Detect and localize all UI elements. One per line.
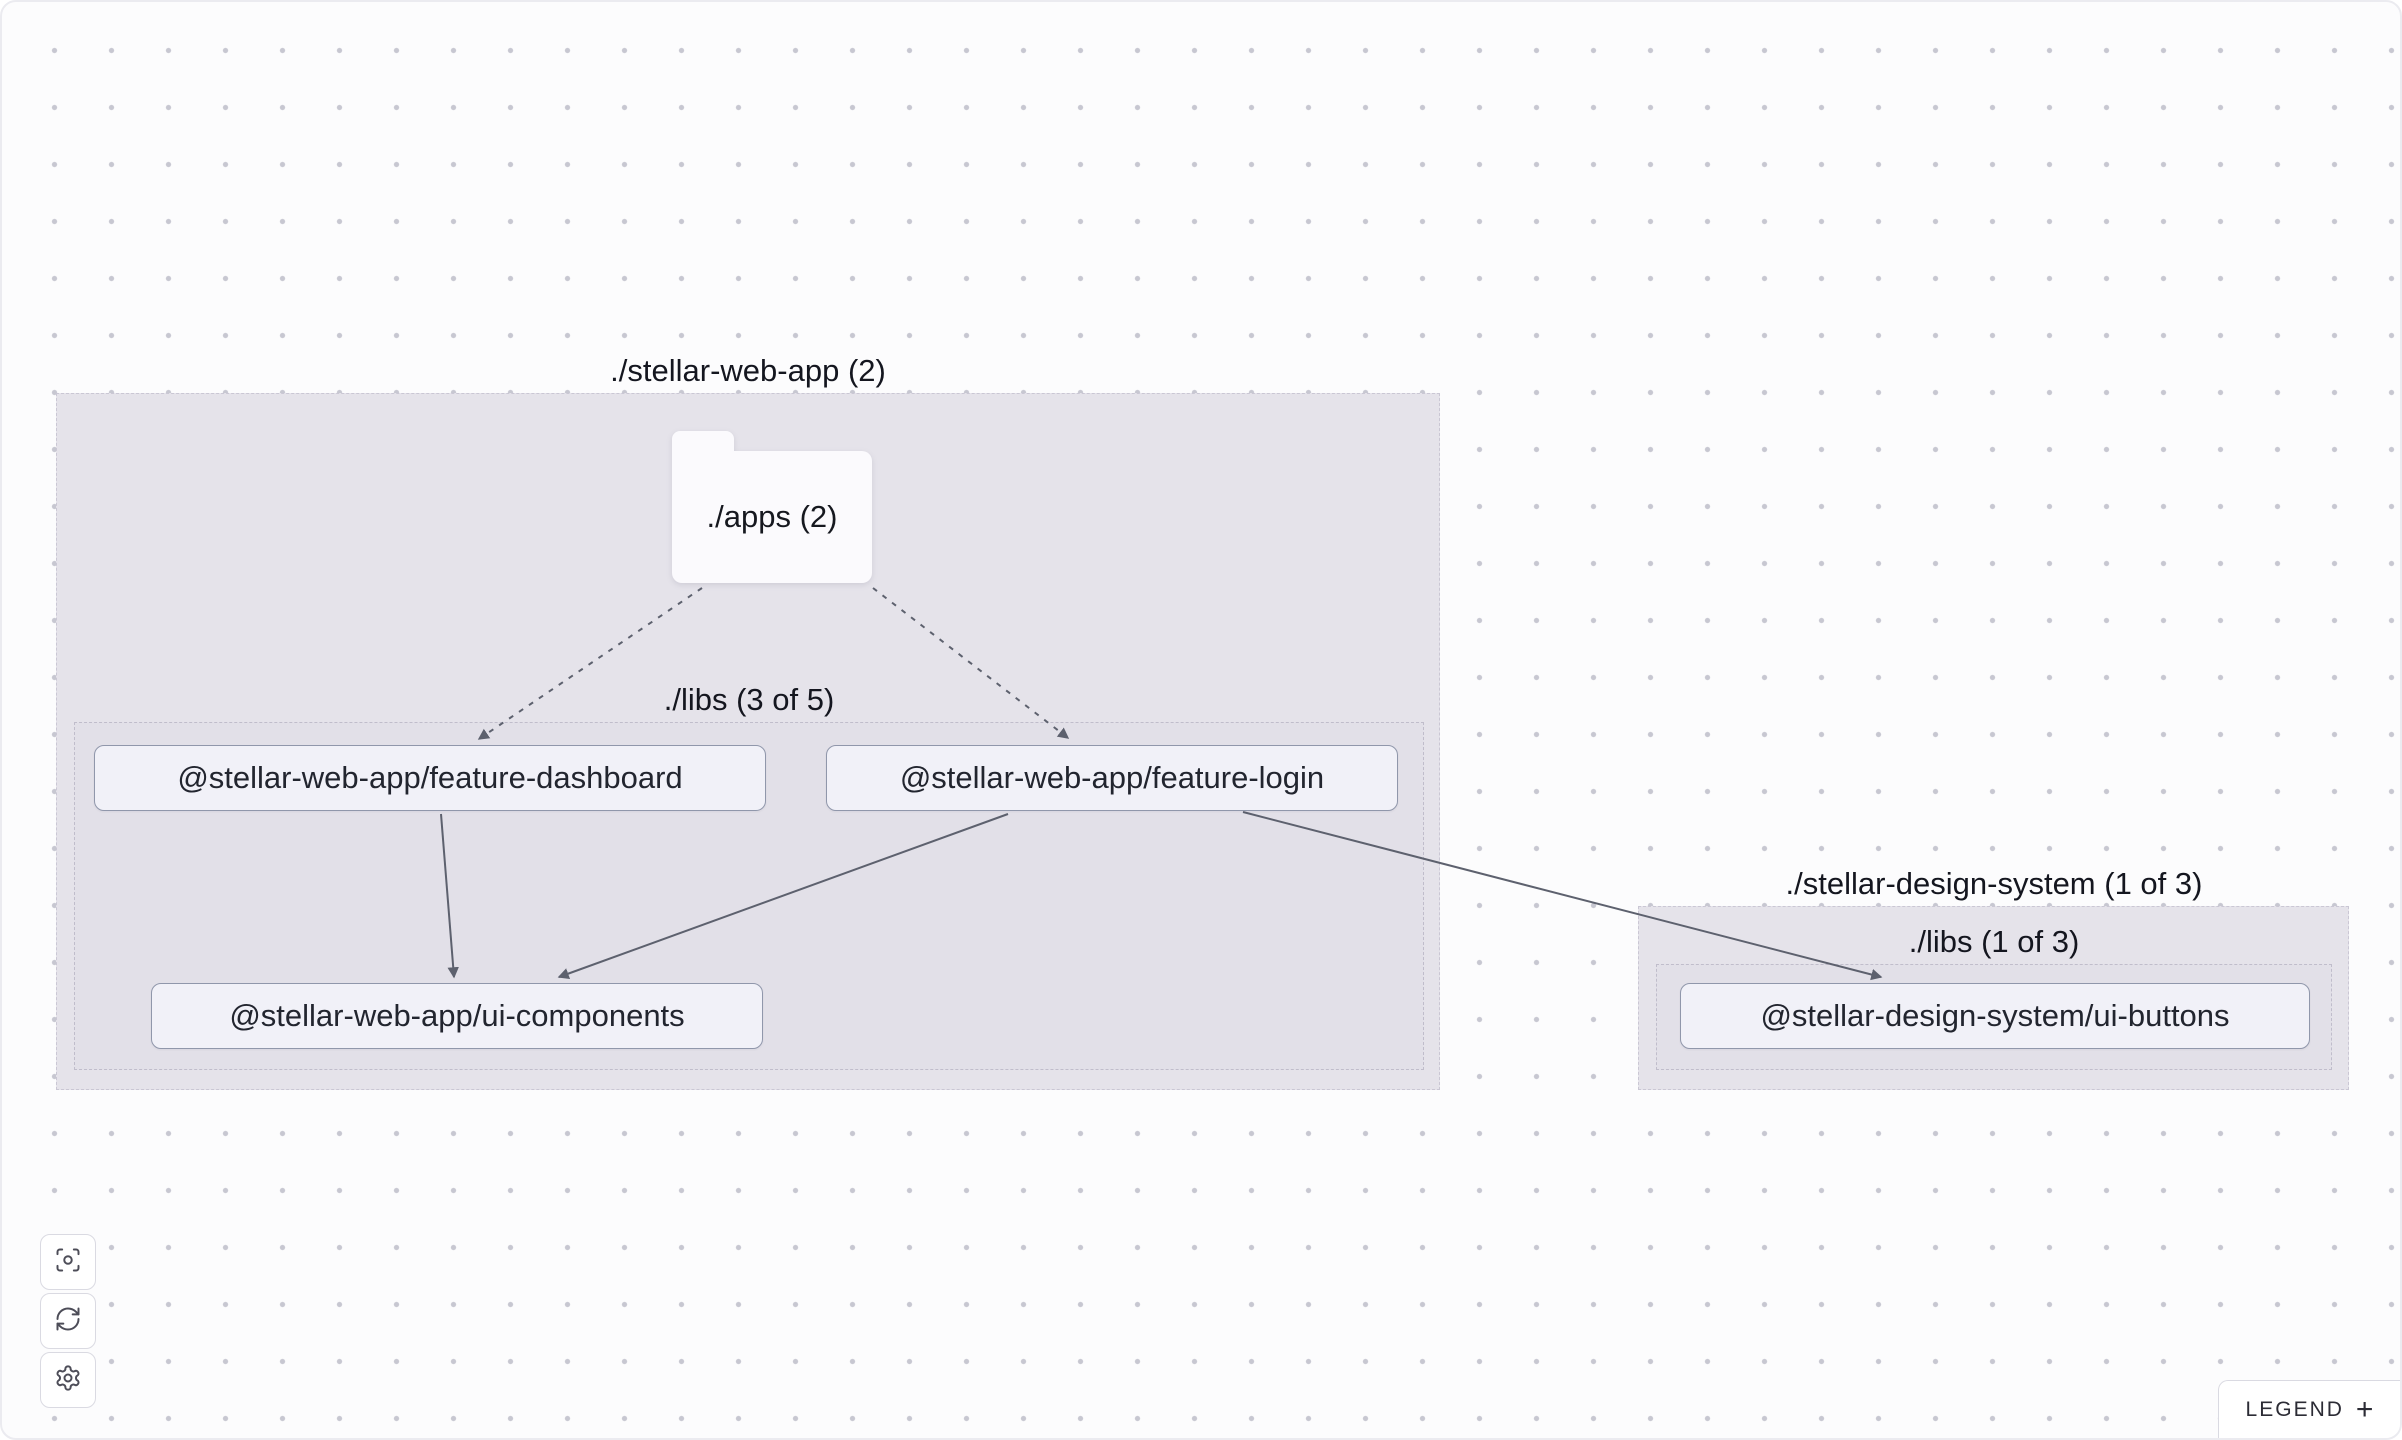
focus-icon	[54, 1246, 82, 1279]
canvas-toolbar	[40, 1234, 96, 1408]
legend-toggle[interactable]: LEGEND +	[2218, 1380, 2400, 1438]
node-ui-components-label: @stellar-web-app/ui-components	[229, 998, 685, 1033]
refresh-icon	[54, 1305, 82, 1338]
node-feature-dashboard[interactable]: @stellar-web-app/feature-dashboard	[94, 745, 766, 811]
node-ui-buttons[interactable]: @stellar-design-system/ui-buttons	[1680, 983, 2310, 1049]
focus-button[interactable]	[40, 1234, 96, 1290]
gear-icon	[54, 1364, 82, 1397]
node-feature-dashboard-label: @stellar-web-app/feature-dashboard	[177, 760, 683, 795]
node-ui-components[interactable]: @stellar-web-app/ui-components	[151, 983, 763, 1049]
group-label-stellar-web-app-libs: ./libs (3 of 5)	[663, 682, 835, 717]
legend-label: LEGEND	[2245, 1397, 2344, 1421]
group-label-stellar-web-app: ./stellar-web-app (2)	[610, 353, 886, 388]
settings-button[interactable]	[40, 1352, 96, 1408]
reset-layout-button[interactable]	[40, 1293, 96, 1349]
node-ui-buttons-label: @stellar-design-system/ui-buttons	[1760, 998, 2230, 1033]
composite-node-apps-label: ./apps (2)	[706, 499, 838, 534]
plus-icon: +	[2355, 1392, 2374, 1426]
composite-node-apps[interactable]: ./apps (2)	[672, 431, 872, 583]
group-label-stellar-design-system-libs: ./libs (1 of 3)	[1908, 924, 2080, 959]
node-feature-login-label: @stellar-web-app/feature-login	[899, 760, 1325, 795]
group-label-stellar-design-system: ./stellar-design-system (1 of 3)	[1785, 866, 2203, 901]
folder-body-shape: ./apps (2)	[672, 451, 872, 583]
node-feature-login[interactable]: @stellar-web-app/feature-login	[826, 745, 1398, 811]
